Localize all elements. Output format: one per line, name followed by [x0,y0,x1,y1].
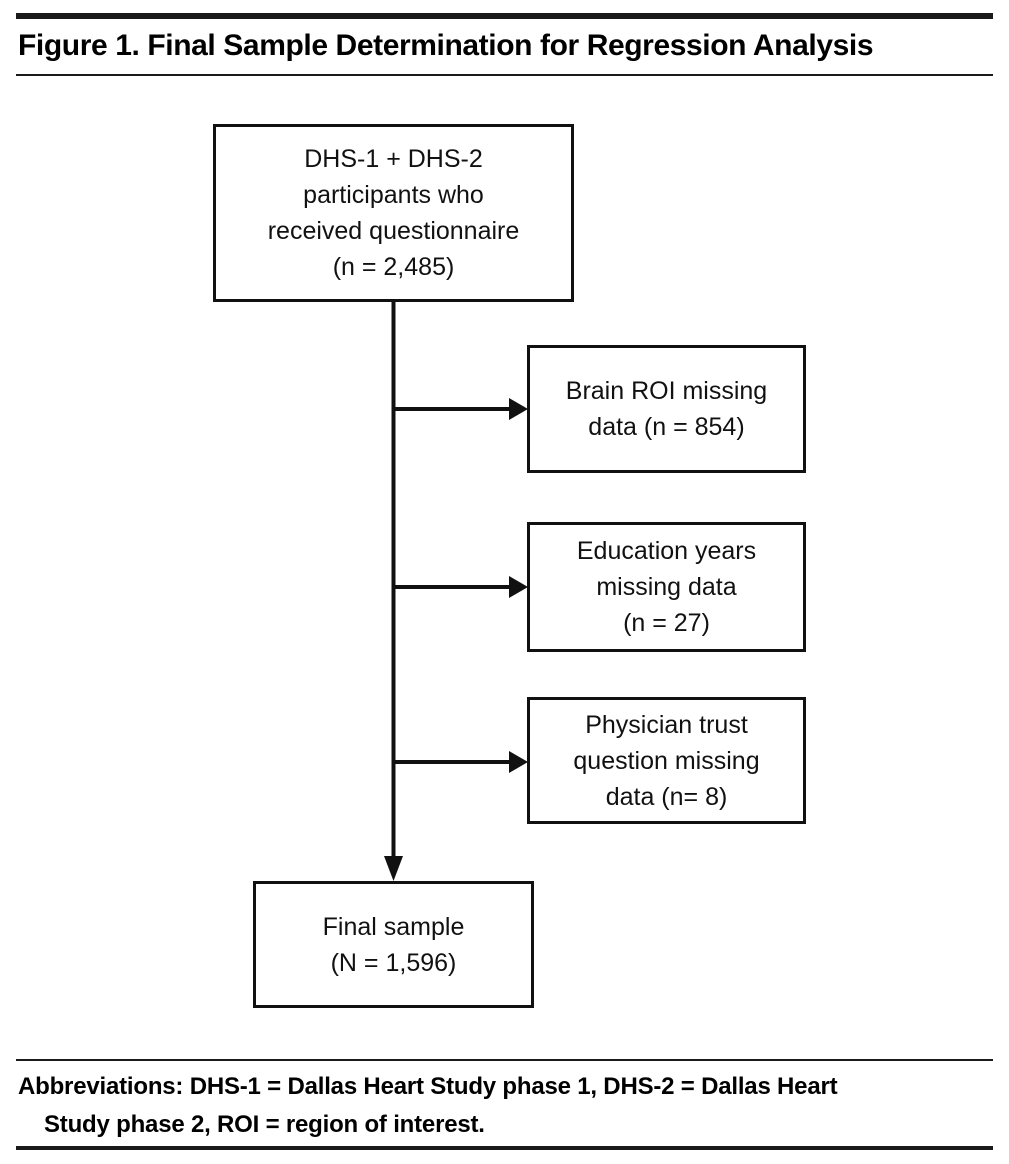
branch-arrowhead-2-icon [509,576,528,598]
abbreviations-footnote-line-1: Abbreviations: DHS-1 = Dallas Heart Stud… [18,1073,838,1100]
title-underline-rule [16,74,993,76]
branch-arrowhead-3-icon [509,751,528,773]
node-exclusion-brain-roi: Brain ROI missing data (n = 854) [527,345,806,473]
node-source-population-label: DHS-1 + DHS-2 participants who received … [267,145,520,281]
branch-arrowhead-1-icon [509,398,528,420]
node-exclusion-education-years-label: Education years missing data (n = 27) [576,537,757,637]
bottom-rule [16,1146,993,1150]
trunk-arrowhead-icon [384,856,403,881]
node-final-sample: Final sample (N = 1,596) [253,881,534,1008]
node-source-population: DHS-1 + DHS-2 participants who received … [213,124,574,302]
node-exclusion-brain-roi-label: Brain ROI missing data (n = 854) [565,377,768,441]
figure-title: Figure 1. Final Sample Determination for… [18,29,874,62]
abbreviations-footnote: Abbreviations: DHS-1 = Dallas Heart Stud… [18,1068,978,1144]
top-thick-rule [16,13,993,19]
node-exclusion-physician-trust: Physician trust question missing data (n… [527,697,806,824]
footnote-top-rule [16,1059,993,1061]
abbreviations-footnote-line-2: Study phase 2, ROI = region of interest. [44,1111,485,1138]
node-exclusion-physician-trust-label: Physician trust question missing data (n… [573,710,760,811]
node-exclusion-education-years: Education years missing data (n = 27) [527,522,806,652]
node-final-sample-label: Final sample (N = 1,596) [322,912,465,977]
